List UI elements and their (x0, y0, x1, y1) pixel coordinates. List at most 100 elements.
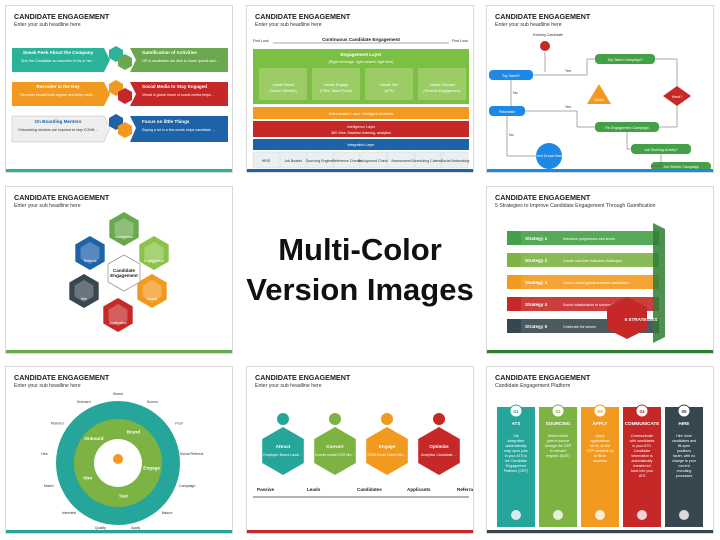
cycle-hex (69, 274, 99, 308)
column-text: Select which (548, 434, 568, 438)
slide-thumbnail-4[interactable]: CANDIDATE ENGAGEMENT Enter your sub head… (5, 186, 233, 354)
column-text: fill open (678, 444, 690, 448)
integration-layer (253, 139, 469, 150)
item-text-5: Onboarding mentors are required to stay … (18, 128, 98, 132)
system-label: Assessment (391, 159, 411, 163)
slide-title: CANDIDATE ENGAGEMENT (255, 12, 351, 21)
engagement-layer-sub: (Right message, right content, right tim… (329, 60, 394, 64)
cycle-label: Engagement (144, 259, 164, 263)
outer-label: Interview (62, 511, 77, 515)
system-box (387, 151, 415, 169)
outer-label: Quality (95, 526, 106, 530)
slide-title: CANDIDATE ENGAGEMENT (14, 12, 110, 21)
column-text: applications (591, 439, 610, 443)
slide-2-graphic: First Look First Look Continuous Candida… (252, 37, 469, 169)
platform-column (539, 407, 577, 527)
top-label: Continuous Candidate Engagement (322, 37, 400, 42)
platform-column (581, 407, 619, 527)
engagement-box (365, 68, 413, 100)
column-text: automatically (632, 459, 653, 463)
banner-left-1 (12, 48, 110, 72)
banner-right-2 (130, 82, 228, 106)
placeable-label: Placeable (499, 110, 515, 114)
campaign-node-3 (651, 162, 711, 171)
stage-hex (418, 427, 460, 475)
cycle-label: Application (109, 321, 127, 325)
slide-thumbnail-2[interactable]: CANDIDATE ENGAGEMENT Enter your sub head… (246, 5, 474, 173)
campaign-node-2 (595, 122, 659, 132)
engagement-layer-label: Engagement Layer (340, 52, 381, 57)
column-icon (553, 510, 563, 520)
slide-subtitle: Candidate Engagement Platform (495, 383, 571, 389)
platform-column (665, 407, 703, 527)
slide-accent-bar (487, 530, 713, 533)
slide-thumbnail-3[interactable]: CANDIDATE ENGAGEMENT Enter your sub head… (486, 5, 714, 173)
inner-label: Test (119, 494, 129, 499)
banner-left-2 (12, 82, 110, 106)
stage-label: Candidates (357, 487, 382, 492)
slide-thumbnail-6[interactable]: CANDIDATE ENGAGEMENT 5 Strategies to Imp… (486, 186, 714, 354)
center-hex (107, 254, 141, 292)
banner-right-3 (130, 116, 228, 142)
item-title-5: On Boarding Mentors (35, 119, 82, 124)
column-text: the Candidate (505, 459, 527, 463)
system-label: Job Boards (284, 159, 302, 163)
edge-no-1: No (513, 91, 518, 95)
column-text: CEP converts up (587, 449, 614, 453)
slide-3-flowchart: Existing Candidate Top Talent? Top Talen… (489, 33, 711, 171)
retire-label: Retire (594, 98, 604, 102)
strategy-bar (521, 275, 659, 289)
column-icon (679, 510, 689, 520)
campaign-node-1 (595, 54, 655, 64)
column-text: automatically (506, 444, 527, 448)
banner-right-1 (130, 48, 228, 72)
column-text: to fill on (594, 454, 606, 458)
slide-thumbnail-9[interactable]: CANDIDATE ENGAGEMENT Candidate Engagemen… (486, 366, 714, 534)
column-number: 05 (681, 409, 687, 414)
column-text: processes (676, 474, 693, 478)
column-text: Apply (596, 434, 605, 438)
strategy-text: Introduce progression and levels (563, 237, 615, 241)
slide-accent-bar (247, 169, 473, 172)
slide-thumbnail-7[interactable]: CANDIDATE ENGAGEMENT Enter your sub head… (5, 366, 233, 534)
first-look-left: First Look (253, 39, 269, 43)
slide-1-graphic: Sneak Peek About the Company Give the Ca… (11, 46, 228, 143)
hex-icon-2 (118, 54, 132, 70)
column-number: 01 (513, 409, 519, 414)
cycle-label: Awareness (115, 235, 133, 239)
engagement-box-sub: (Career Website) (269, 89, 296, 93)
column-text: in your ATS. (632, 444, 651, 448)
item-title-4: Social Media to Stay Engaged (142, 84, 207, 89)
banner-left-3 (11, 115, 111, 143)
column-text: Candidate (634, 449, 650, 453)
slide-accent-bar (6, 350, 232, 353)
column-text: with candidates (630, 439, 655, 443)
column-text: Communicate (631, 434, 653, 438)
stage-icon (433, 413, 445, 425)
hex-icon-4 (118, 88, 132, 104)
flow-connectors (506, 58, 678, 167)
slide-title: CANDIDATE ENGAGEMENT (495, 12, 591, 21)
engagement-boxes: Jobsite Brand(Career Website)Jobsite Eng… (259, 68, 466, 100)
stage-label: Applicants (407, 487, 431, 492)
nurture-label: Nurture Drops Handoff (531, 154, 567, 158)
slide-thumbnail-1[interactable]: CANDIDATE ENGAGEMENT Enter your sub head… (5, 5, 233, 173)
stage-hex-label: Engage (379, 444, 396, 449)
platform-column (623, 407, 661, 527)
edge-yes-2: Yes (565, 105, 571, 109)
system-box (252, 151, 280, 169)
outer-label: Prebord (51, 421, 64, 425)
slide-subtitle: Enter your sub headline here (14, 22, 81, 28)
cycle-label: Invest (147, 297, 157, 301)
item-text-3: Recruiter should build rapport and keep … (20, 93, 96, 97)
column-text: recruiting (677, 469, 692, 473)
column-text: jobs to source (546, 439, 569, 443)
slide-thumbnail-8[interactable]: CANDIDATE ENGAGEMENT Enter your sub head… (246, 366, 474, 534)
outer-label: Apply (131, 526, 140, 530)
